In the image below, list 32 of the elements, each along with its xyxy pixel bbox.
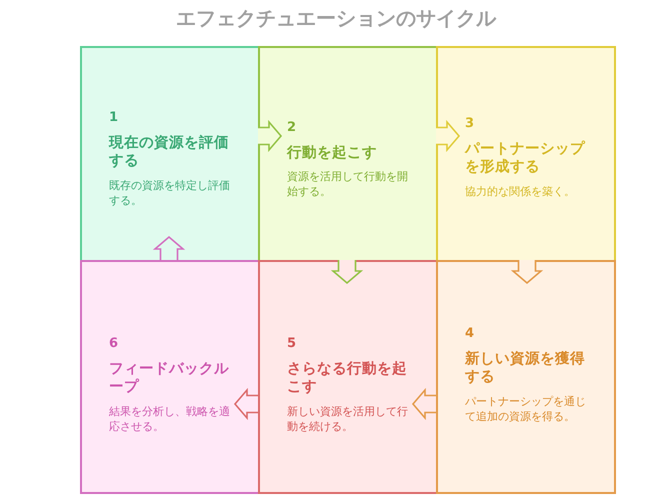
block-arrow — [234, 388, 259, 420]
step-number: 3 — [465, 115, 474, 133]
block-arrow — [257, 120, 282, 152]
step-heading: 行動を起こす — [287, 144, 378, 162]
step-heading: さらなる行動を起こす — [287, 360, 408, 398]
step-panel — [436, 260, 616, 494]
step-panel — [258, 46, 438, 262]
block-arrow — [412, 388, 437, 420]
step-panel — [258, 260, 438, 494]
step-heading: フィードバックループ — [109, 360, 230, 398]
step-number: 4 — [465, 325, 474, 343]
step-description: 結果を分析し、戦略を適応させる。 — [109, 405, 231, 435]
step-panel — [436, 46, 616, 262]
step-panel — [80, 260, 260, 494]
block-arrow — [330, 259, 364, 284]
block-arrow — [152, 236, 186, 261]
step-number: 1 — [109, 109, 118, 127]
step-number: 2 — [287, 119, 296, 137]
diagram-title: エフェクチュエーションのサイクル — [175, 5, 498, 32]
step-description: 協力的な関係を築く。 — [465, 185, 576, 200]
step-description: 既存の資源を特定し評価する。 — [109, 179, 231, 209]
step-heading: 新しい資源を獲得する — [465, 350, 586, 388]
step-heading: パートナーシップを形成する — [465, 140, 586, 178]
step-number: 5 — [287, 335, 296, 353]
block-arrow — [435, 120, 460, 152]
step-number: 6 — [109, 335, 118, 353]
step-description: 新しい資源を活用して行動を続ける。 — [287, 405, 409, 435]
block-arrow — [510, 259, 544, 284]
step-panel — [80, 46, 260, 262]
step-description: パートナーシップを通じて追加の資源を得る。 — [465, 395, 587, 425]
step-heading: 現在の資源を評価する — [109, 134, 230, 172]
step-description: 資源を活用して行動を開始する。 — [287, 170, 409, 200]
